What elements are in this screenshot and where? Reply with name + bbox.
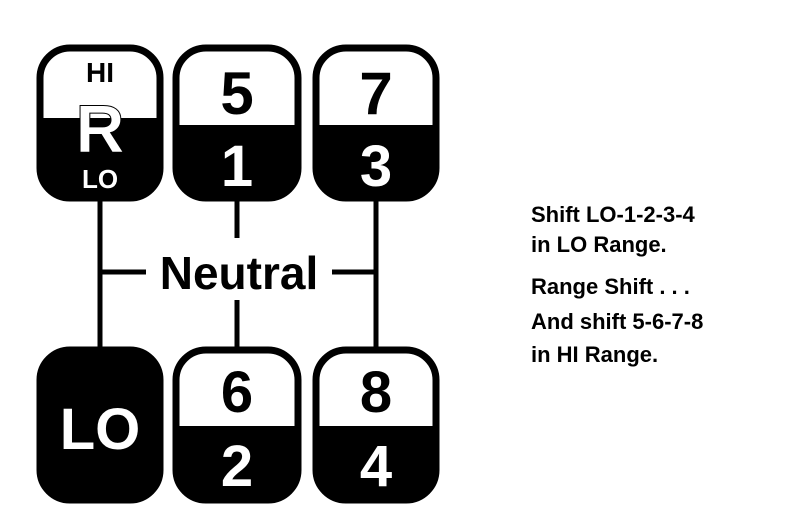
gear-2-label: 2 [221, 434, 253, 499]
gate-5-1: 5 1 [172, 44, 302, 202]
gate-6-2: 6 2 [172, 346, 302, 504]
reverse-r-label: R [75, 91, 124, 167]
instruction-line-2: in LO Range. [531, 232, 667, 257]
instruction-line-4: And shift 5-6-7-8 [531, 309, 703, 334]
gate-reverse: HI R LO [36, 44, 164, 202]
gear-4-label: 4 [360, 434, 392, 499]
instruction-line-1: Shift LO-1-2-3-4 [531, 202, 696, 227]
gear-7-label: 7 [359, 60, 392, 127]
shift-lines [97, 198, 379, 350]
shift-instructions: Shift LO-1-2-3-4 in LO Range. Range Shif… [531, 202, 703, 367]
gear-1-label: 1 [221, 134, 253, 199]
gate-7-3: 7 3 [312, 44, 440, 202]
reverse-hi-label: HI [86, 57, 114, 88]
gear-5-label: 5 [220, 60, 253, 127]
gear-3-label: 3 [360, 134, 392, 199]
gear-8-label: 8 [360, 360, 392, 425]
neutral-label: Neutral [160, 247, 318, 299]
reverse-lo-label: LO [82, 164, 118, 194]
gate-low: LO [36, 346, 164, 504]
instruction-line-5: in HI Range. [531, 342, 658, 367]
gate-8-4: 8 4 [312, 346, 440, 504]
instruction-line-3: Range Shift . . . [531, 274, 690, 299]
gear-6-label: 6 [221, 360, 253, 425]
low-range-label: LO [60, 397, 141, 462]
